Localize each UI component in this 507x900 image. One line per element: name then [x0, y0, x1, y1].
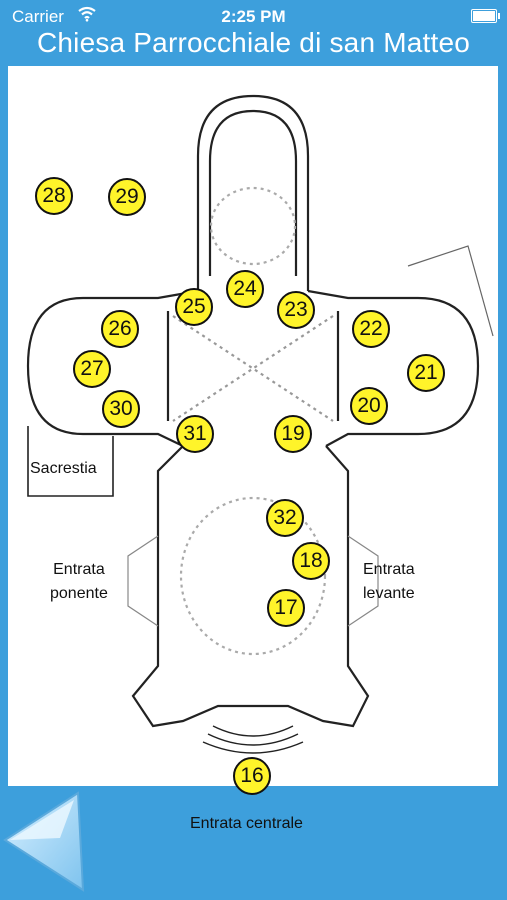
- point-of-interest-26[interactable]: 26: [101, 310, 139, 348]
- point-of-interest-27[interactable]: 27: [73, 350, 111, 388]
- point-of-interest-23[interactable]: 23: [277, 291, 315, 329]
- floor-plan-drawing: [26, 94, 494, 754]
- point-of-interest-20[interactable]: 20: [350, 387, 388, 425]
- carrier-label: Carrier: [12, 7, 64, 26]
- point-of-interest-24[interactable]: 24: [226, 270, 264, 308]
- point-of-interest-31[interactable]: 31: [176, 415, 214, 453]
- point-of-interest-25[interactable]: 25: [175, 288, 213, 326]
- back-arrow-icon: [3, 791, 85, 892]
- entrata-levante-label: Entrata levante: [363, 558, 415, 606]
- sacrestia-label: Sacrestia: [30, 460, 97, 477]
- entrata-ponente-label: Entrata ponente: [50, 558, 108, 606]
- status-bar: Carrier 2:25 PM: [0, 0, 507, 32]
- entrata-levante-line2: levante: [363, 585, 415, 602]
- battery-icon: [471, 9, 500, 23]
- back-button[interactable]: [0, 790, 85, 900]
- church-floor-plan: 28 29 24 25 23 26 22 27 21 30 20 31 19 3…: [8, 66, 498, 795]
- point-of-interest-28[interactable]: 28: [35, 177, 73, 215]
- point-of-interest-19[interactable]: 19: [274, 415, 312, 453]
- entrata-centrale-label: Entrata centrale: [190, 815, 303, 832]
- entrata-ponente-line2: ponente: [50, 585, 108, 602]
- entrata-levante-line1: Entrata: [363, 561, 415, 578]
- point-of-interest-17[interactable]: 17: [267, 589, 305, 627]
- point-of-interest-16[interactable]: 16: [233, 757, 271, 795]
- entrata-ponente-line1: Entrata: [53, 561, 105, 578]
- page-title: Chiesa Parrocchiale di san Matteo: [36, 27, 471, 58]
- point-of-interest-29[interactable]: 29: [108, 178, 146, 216]
- point-of-interest-30[interactable]: 30: [102, 390, 140, 428]
- point-of-interest-32[interactable]: 32: [266, 499, 304, 537]
- point-of-interest-18[interactable]: 18: [292, 542, 330, 580]
- wifi-icon: [78, 6, 96, 27]
- point-of-interest-21[interactable]: 21: [407, 354, 445, 392]
- point-of-interest-22[interactable]: 22: [352, 310, 390, 348]
- clock: 2:25 PM: [221, 7, 286, 26]
